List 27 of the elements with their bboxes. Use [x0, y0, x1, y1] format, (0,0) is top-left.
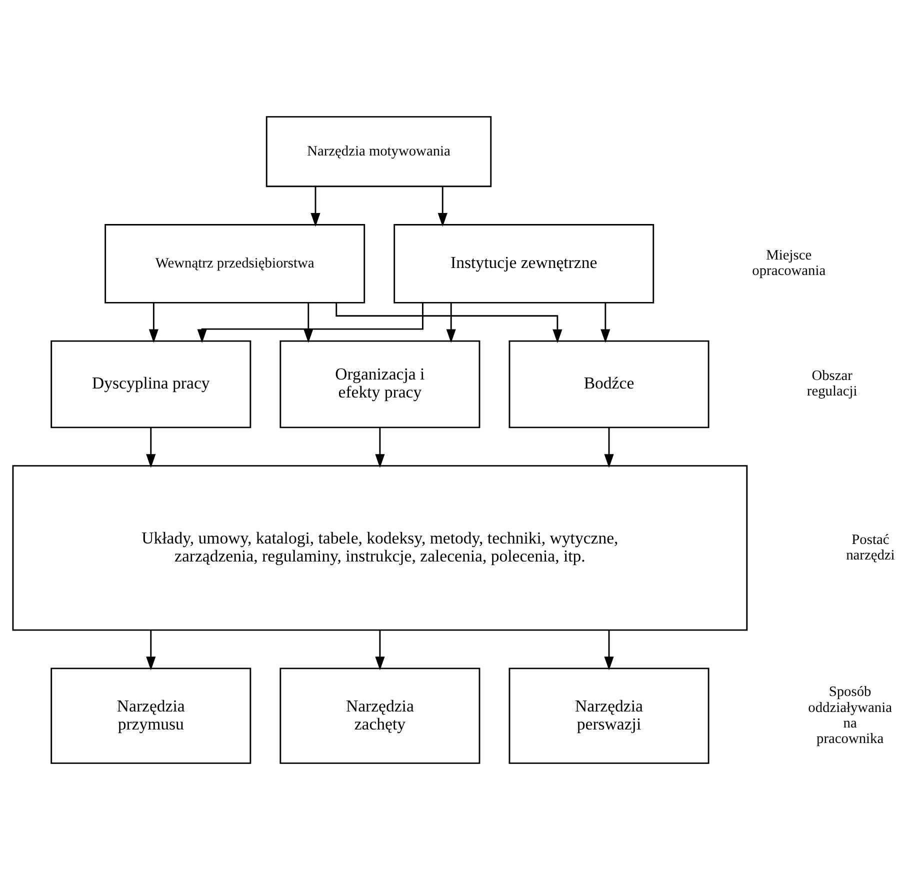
arrow — [600, 302, 610, 343]
arrow — [438, 186, 448, 227]
node-box: Instytucje zewnętrzne — [394, 224, 654, 304]
arrow — [310, 186, 320, 227]
node-box: Narzędzia motywowania — [266, 116, 492, 188]
arrow — [604, 630, 614, 670]
arrow — [375, 630, 385, 670]
arrow — [304, 302, 314, 343]
node-box: Układy, umowy, katalogi, tabele, kodeksy, metody, techniki, wytyczne, zarządzenia, regulaminy, instrukcje, zalecenia, polecenia, itp. — [12, 465, 748, 631]
node-box: Organizacja i efekty pracy — [280, 340, 480, 428]
label: Obszar regulacji — [806, 368, 858, 400]
arrow — [375, 428, 385, 468]
arrow — [446, 302, 456, 343]
arrow — [197, 302, 424, 343]
label: Postać narzędzi — [846, 532, 895, 564]
label: Miejsce opracowania — [752, 248, 826, 280]
node-box: Wewnątrz przedsiębiorstwa — [104, 224, 366, 304]
arrow — [146, 630, 156, 670]
node-box: Bodźce — [508, 340, 710, 428]
node-box: Narzędzia perswazji — [508, 668, 710, 764]
arrow — [148, 302, 158, 343]
arrow — [604, 428, 614, 468]
arrow — [146, 428, 156, 468]
node-box: Dyscyplina pracy — [50, 340, 252, 428]
node-box: Narzędzia zachęty — [280, 668, 480, 764]
node-box: Narzędzia przymusu — [50, 668, 252, 764]
label: Sposób oddziaływania na pracownika — [808, 684, 892, 747]
